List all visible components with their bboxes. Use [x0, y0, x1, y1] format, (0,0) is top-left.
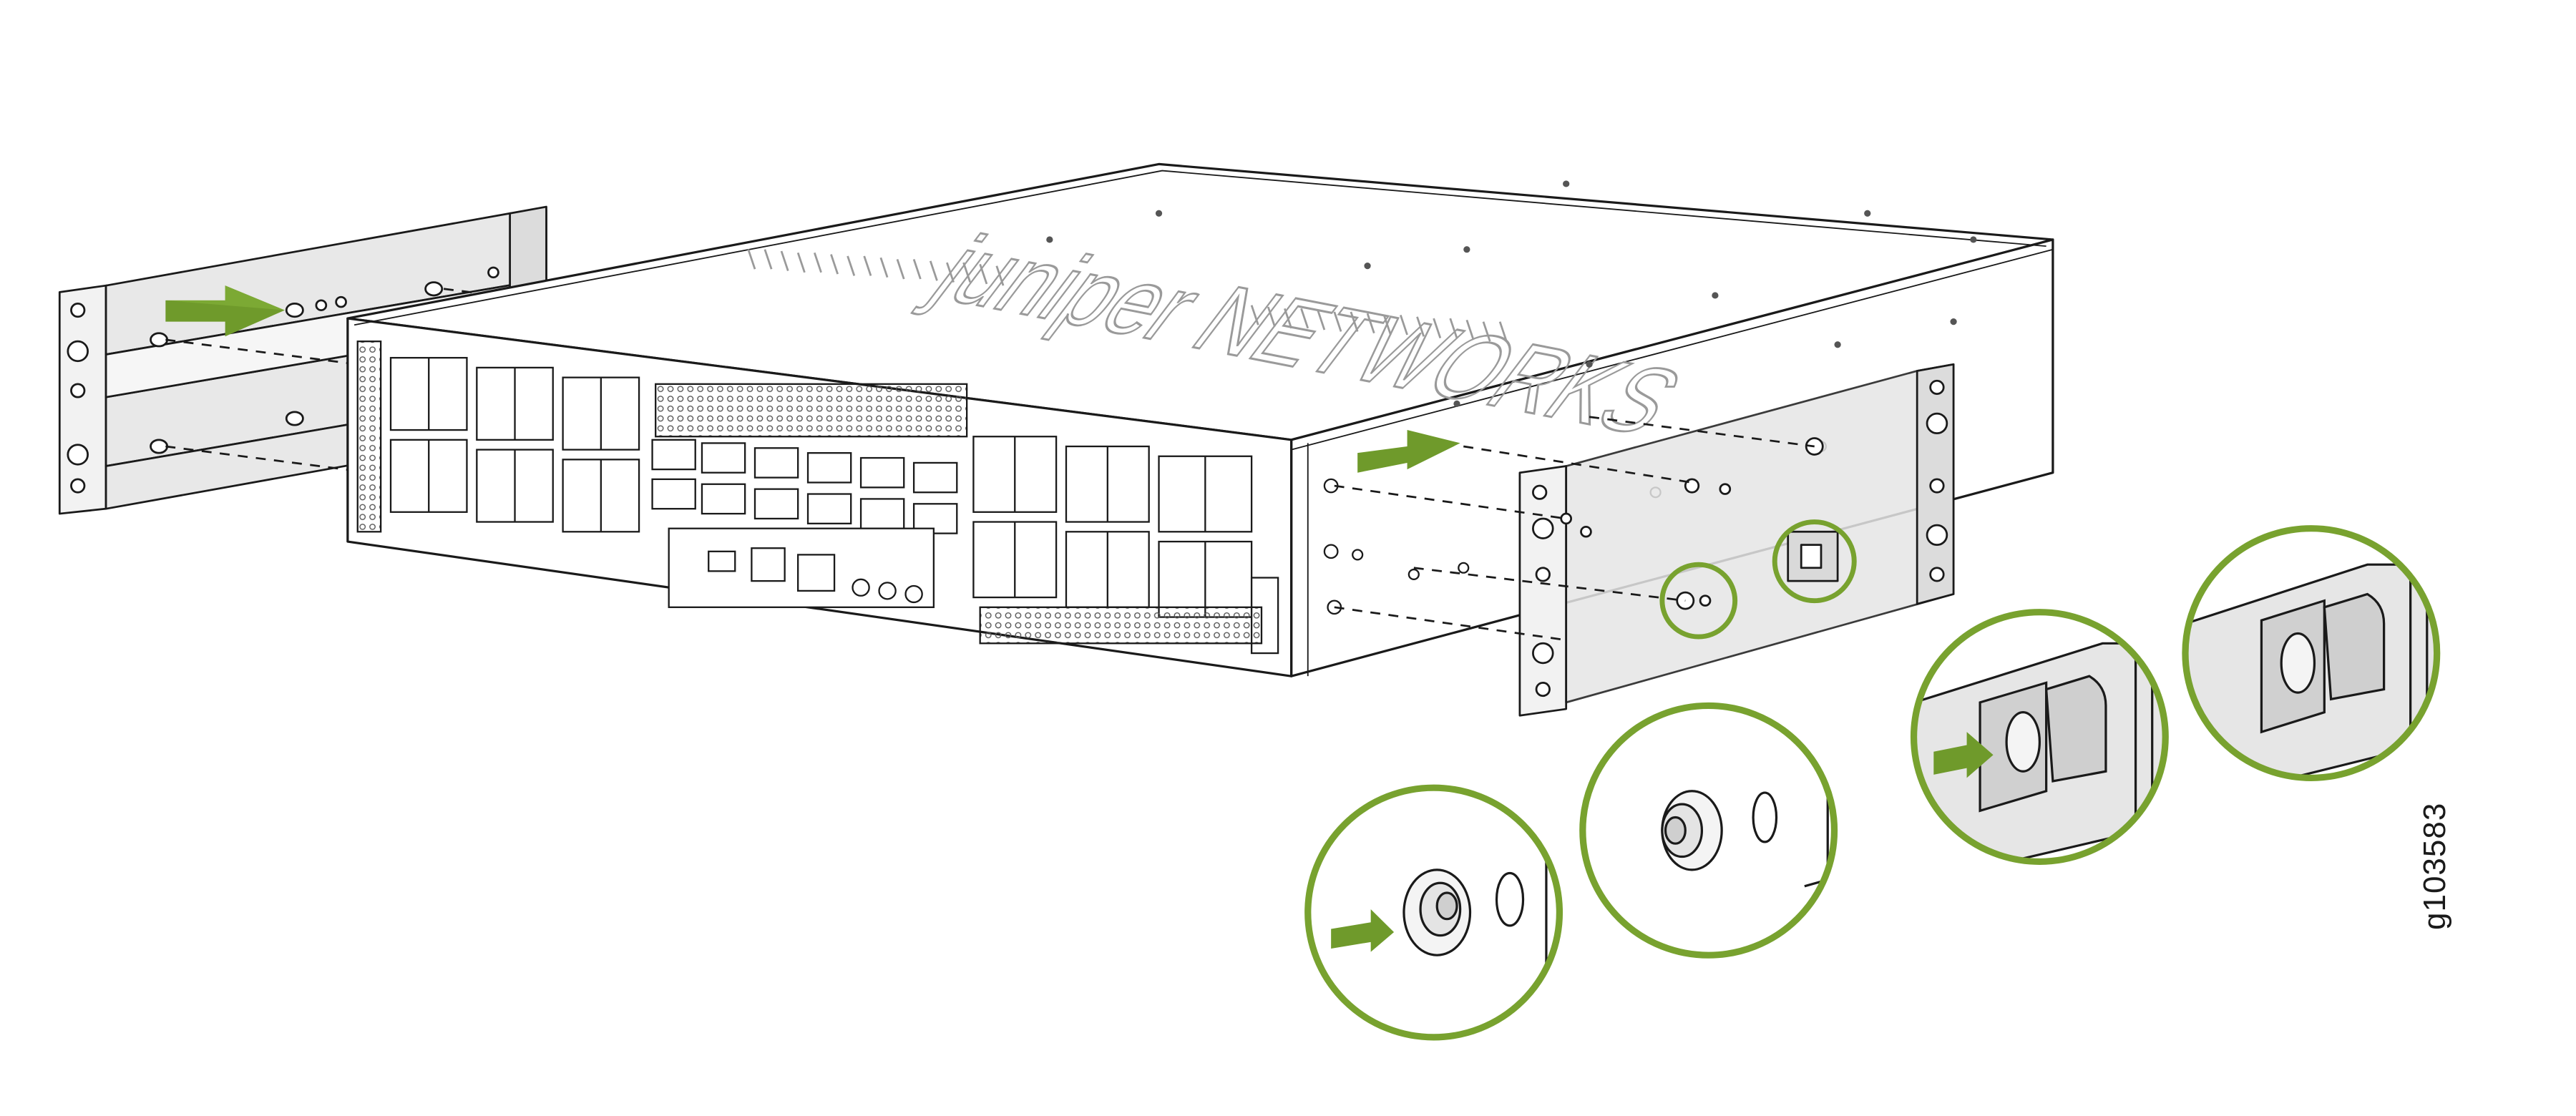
management-ports — [668, 527, 935, 608]
detail-callout-3 — [1910, 609, 2169, 865]
top-screws — [1046, 180, 1977, 407]
detail-callout-4 — [2182, 525, 2441, 781]
port-block-left — [389, 356, 640, 533]
detail-callout-1 — [1304, 784, 1563, 1041]
port-block-right — [972, 436, 1279, 655]
callout-ring — [1659, 562, 1738, 640]
top-vent-ridges — [747, 249, 1508, 342]
front-panel — [356, 341, 1279, 655]
figure-id-label: g103583 — [2417, 802, 2452, 930]
port-block-middle — [651, 439, 958, 534]
push-arrow-icon — [165, 285, 285, 337]
right-mounting-bracket — [1518, 363, 1955, 717]
detail-callout-2 — [1579, 702, 1838, 959]
push-arrow-icon — [1357, 430, 1460, 473]
right-alignment-lines — [1334, 416, 1815, 642]
callout-ring — [1772, 519, 1857, 604]
